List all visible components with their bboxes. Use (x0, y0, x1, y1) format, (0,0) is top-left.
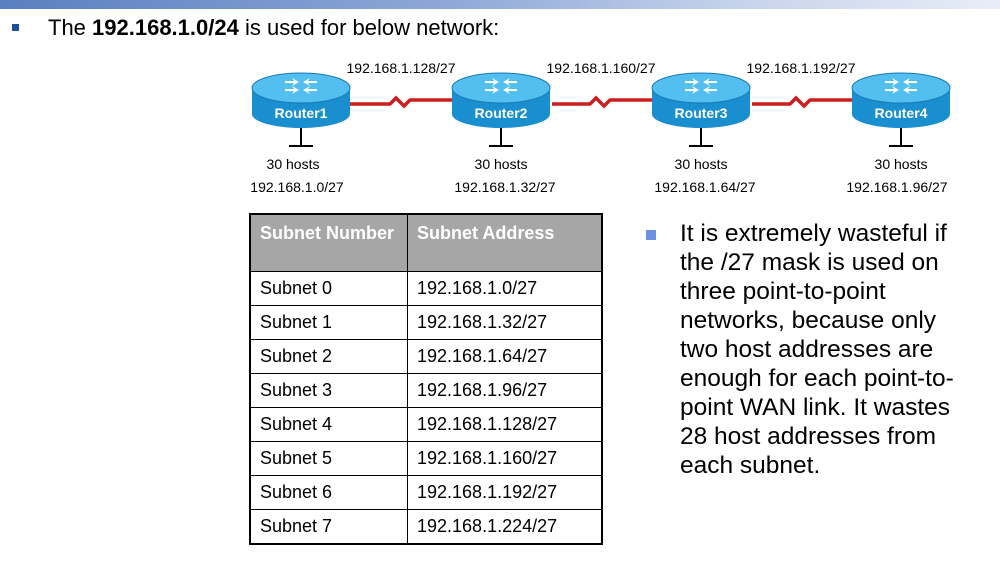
heading-network: 192.168.1.0/24 (92, 15, 239, 40)
router1-icon (251, 72, 351, 147)
wan-link-2 (552, 95, 652, 109)
slide-top-bar (0, 0, 1000, 9)
header-subnet-number: Subnet Number (249, 213, 408, 272)
subnet-address-cell: 192.168.1.192/27 (407, 474, 603, 510)
wan-link-1 (345, 95, 452, 109)
router4-icon (851, 72, 951, 147)
wan-link-2-label: 192.168.1.160/27 (547, 60, 656, 76)
heading-suffix: is used for below network: (238, 15, 500, 40)
subnet-address-cell: 192.168.1.64/27 (407, 338, 603, 374)
subnet-number-cell: Subnet 4 (249, 406, 408, 442)
subnet-address-cell: 192.168.1.160/27 (407, 440, 603, 476)
router2-icon (451, 72, 551, 147)
sub-bullet-icon (646, 230, 656, 240)
subnet-number-cell: Subnet 3 (249, 372, 408, 408)
network-diagram: Router1 Router2 Router3 Router4 192.168.… (250, 60, 951, 195)
subnet-number-cell: Subnet 0 (249, 270, 408, 306)
lan2-subnet: 192.168.1.32/27 (454, 179, 555, 195)
subnet-number-cell: Subnet 1 (249, 304, 408, 340)
wan-link-3-label: 192.168.1.192/27 (747, 60, 856, 76)
heading-prefix: The (48, 15, 93, 40)
table-header-row: Subnet Number Subnet Address (249, 213, 603, 272)
subnet-address-cell: 192.168.1.0/27 (407, 270, 603, 306)
router1-label: Router1 (275, 105, 328, 121)
subnet-address-cell: 192.168.1.224/27 (407, 508, 603, 544)
lan1-hosts: 30 hosts (267, 156, 320, 172)
subnet-address-cell: 192.168.1.96/27 (407, 372, 603, 408)
lan1-subnet: 192.168.1.0/27 (250, 179, 344, 195)
lan4-hosts: 30 hosts (875, 156, 928, 172)
wan-link-3 (752, 95, 852, 109)
subnet-address-cell: 192.168.1.32/27 (407, 304, 603, 340)
header-subnet-address: Subnet Address (407, 213, 603, 272)
router4-label: Router4 (875, 105, 928, 121)
subnet-number-cell: Subnet 6 (249, 474, 408, 510)
bullet-icon (12, 24, 19, 31)
router2-label: Router2 (475, 105, 528, 121)
lan4-subnet: 192.168.1.96/27 (846, 179, 947, 195)
subnet-number-cell: Subnet 5 (249, 440, 408, 476)
subnet-number-cell: Subnet 2 (249, 338, 408, 374)
router3-icon (651, 72, 751, 147)
wan-link-1-label: 192.168.1.128/27 (347, 60, 456, 76)
slide-heading: The 192.168.1.0/24 is used for below net… (48, 15, 499, 41)
lan2-hosts: 30 hosts (475, 156, 528, 172)
lan3-subnet: 192.168.1.64/27 (654, 179, 755, 195)
subnet-number-cell: Subnet 7 (249, 508, 408, 544)
subnet-address-cell: 192.168.1.128/27 (407, 406, 603, 442)
lan3-hosts: 30 hosts (675, 156, 728, 172)
router3-label: Router3 (675, 105, 728, 121)
note-paragraph: It is extremely wasteful if the /27 mask… (680, 220, 954, 479)
